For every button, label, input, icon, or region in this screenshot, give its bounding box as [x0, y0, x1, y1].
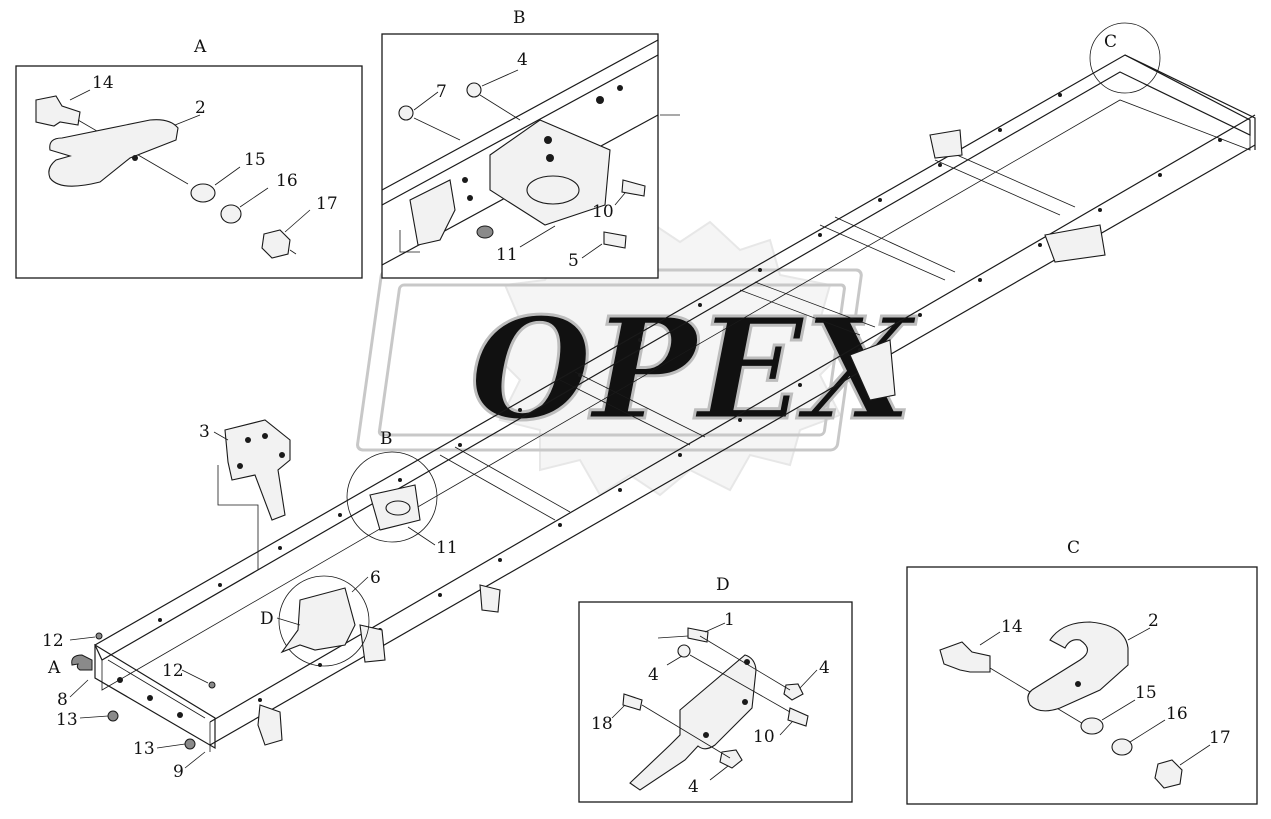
b-callout-5: 5 — [568, 251, 579, 271]
detail-view-b: B 4 7 10 11 5 — [381, 8, 680, 279]
b-callout-7: 7 — [436, 82, 447, 102]
c-tow-hook-2 — [1027, 621, 1129, 712]
c-callout-2: 2 — [1148, 611, 1159, 631]
b-bolt-10 — [621, 179, 646, 197]
d-callout-1: 1 — [724, 610, 735, 630]
d-nut-4b — [783, 683, 804, 701]
d-bolt-1 — [687, 627, 709, 643]
callout-3: 3 — [199, 422, 210, 442]
a-nut-17 — [261, 229, 291, 259]
detail-circle-d — [278, 575, 370, 667]
callout-12b: 12 — [162, 661, 184, 681]
a-washer-16 — [220, 204, 242, 224]
detail-view-a: A 14 2 15 16 17 — [15, 37, 363, 279]
d-callout-4a: 4 — [648, 665, 659, 685]
d-bracket-6 — [629, 654, 757, 791]
c-callout-15: 15 — [1135, 683, 1157, 703]
d-nut-4c — [719, 749, 743, 769]
a-callout-17: 17 — [316, 194, 338, 214]
rail-holes — [117, 93, 1222, 718]
chassis-frame — [71, 54, 1256, 752]
c-callout-14: 14 — [1001, 617, 1023, 637]
view-a-title: A — [193, 37, 207, 57]
callout-a-marker: A — [47, 658, 61, 678]
view-d-title: D — [716, 575, 730, 595]
detail-view-d: D 1 4 4 18 10 4 — [578, 575, 853, 803]
b-callout-10: 10 — [592, 202, 614, 222]
b-mount-bracket — [489, 119, 611, 226]
watermark-text: OPEX — [470, 288, 918, 452]
view-b-title: B — [513, 8, 526, 28]
d-nut-4a — [677, 644, 691, 658]
view-c-title: C — [1067, 538, 1080, 558]
a-callout-2: 2 — [195, 98, 206, 118]
callout-d-marker: D — [260, 609, 274, 629]
c-bolt-14 — [939, 641, 991, 673]
c-washer-15 — [1080, 717, 1104, 735]
c-washer-16 — [1111, 738, 1133, 756]
b-bolt-5 — [603, 231, 627, 249]
b-nut-4 — [466, 82, 482, 98]
c-nut-17 — [1154, 759, 1183, 789]
rear-axle-bracket — [1044, 224, 1106, 263]
callout-11-main: 11 — [436, 538, 458, 558]
bracket-part-3 — [217, 419, 291, 570]
c-callout-16: 16 — [1166, 704, 1188, 724]
callout-12a: 12 — [42, 631, 64, 651]
frame-bracket — [479, 584, 501, 613]
c-callout-17: 17 — [1209, 728, 1231, 748]
spring-bracket-front — [257, 704, 283, 746]
b-nut-7 — [398, 105, 414, 121]
a-callout-16: 16 — [276, 171, 298, 191]
callout-13b: 13 — [133, 739, 155, 759]
a-callout-14: 14 — [92, 73, 114, 93]
cross-member-bracket — [929, 129, 963, 159]
a-washer-15 — [190, 183, 216, 203]
d-callout-4c: 4 — [688, 777, 699, 797]
callout-c-marker: C — [1104, 32, 1117, 52]
b-callout-11: 11 — [496, 245, 518, 265]
d-callout-4b: 4 — [819, 658, 830, 678]
a-callout-15: 15 — [244, 150, 266, 170]
d-bolt-10 — [787, 707, 809, 727]
callout-9: 9 — [173, 762, 184, 782]
a-bolt-14 — [35, 95, 81, 127]
detail-circle-c — [1089, 22, 1161, 94]
d-callout-10: 10 — [753, 727, 775, 747]
front-tow-hook — [71, 654, 93, 671]
d-callout-18: 18 — [591, 714, 613, 734]
rear-spring-hanger — [849, 339, 896, 401]
watermark-logo: OPEX — [356, 220, 919, 497]
callout-b-marker: B — [380, 429, 393, 449]
spring-bracket-mid — [359, 624, 386, 663]
bracket-part-6 — [280, 587, 356, 654]
callout-8: 8 — [57, 690, 68, 710]
d-bolt-18 — [622, 693, 643, 711]
b-side-bracket — [409, 179, 456, 246]
callout-13a: 13 — [56, 710, 78, 730]
detail-circle-b — [346, 451, 438, 543]
a-tow-hook-2 — [48, 119, 179, 187]
callout-6: 6 — [370, 568, 381, 588]
detail-view-c: C 14 2 15 16 17 — [906, 538, 1258, 805]
b-callout-4: 4 — [517, 50, 528, 70]
